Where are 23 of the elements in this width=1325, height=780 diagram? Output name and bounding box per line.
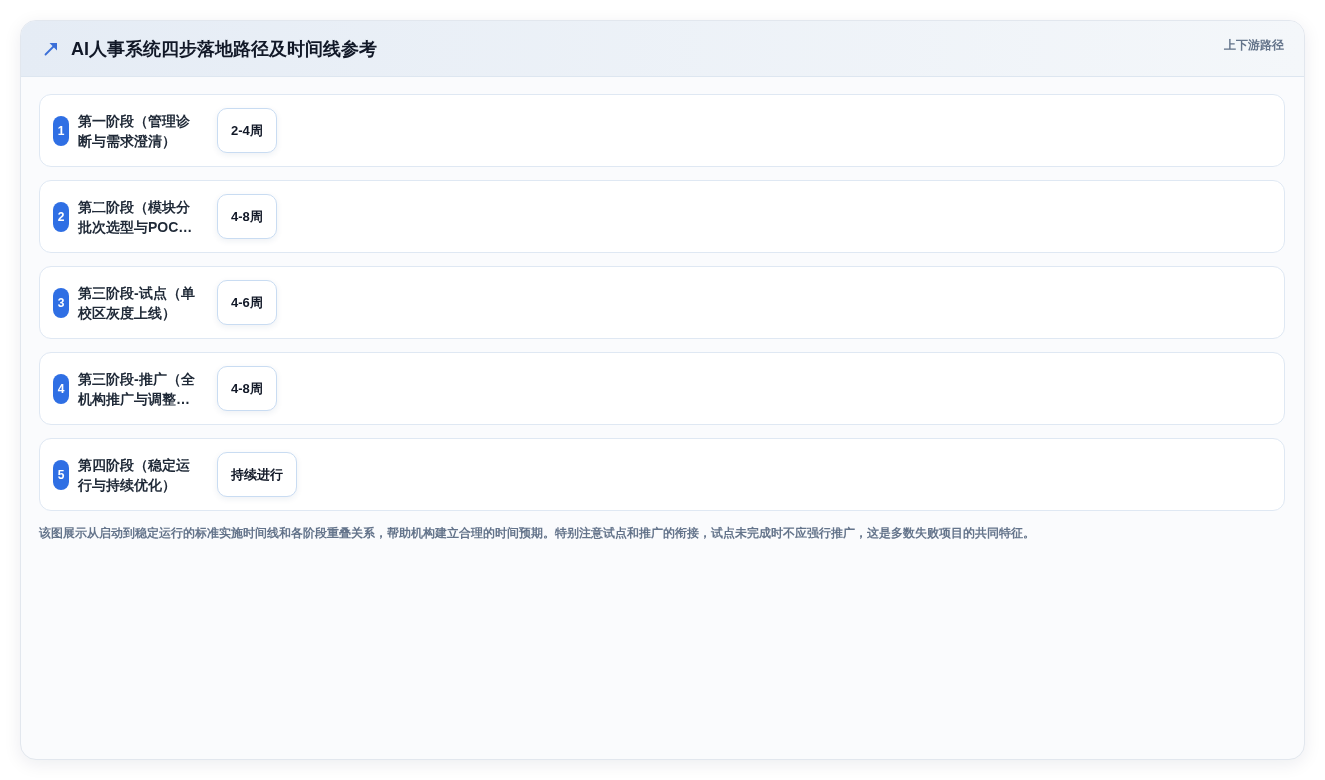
duration-tag: 2-4周 [217,108,277,153]
step-number-badge: 5 [53,459,69,490]
caption: 该图展示从启动到稳定运行的标准实施时间线和各阶段重叠关系，帮助机构建立合理的时间预期。特别注意试点和推广的衔接，试点未完成时不应强行推广，这是多数失败项目的共同特征。 [39,525,1036,542]
phase-card [39,438,1285,511]
step-number-badge: 2 [53,201,69,232]
header-note: 上下游路径 [1224,37,1284,53]
phase-card [39,180,1285,253]
step-number-badge: 1 [53,115,69,146]
phase-card [39,266,1285,339]
phase-title: 第三阶段-推广（全机构推广与调整… [78,369,196,409]
phase-card [39,94,1285,167]
duration-tag: 持续进行 [217,452,297,497]
step-number-badge: 3 [53,287,69,318]
phase-title: 第四阶段（稳定运行与持续优化） [78,455,191,495]
phase-title: 第二阶段（模块分批次选型与POC… [78,197,194,237]
phase-title: 第一阶段（管理诊断与需求澄清） [78,111,191,151]
duration-tag: 4-6周 [217,280,277,325]
step-number-badge: 4 [53,373,69,404]
phase-title: 第三阶段-试点（单校区灰度上线） [78,283,196,323]
duration-tag: 4-8周 [217,366,277,411]
phase-card [39,352,1285,425]
title: AI人事系统四步落地路径及时间线参考 [71,38,377,61]
duration-tag: 4-8周 [217,194,277,239]
